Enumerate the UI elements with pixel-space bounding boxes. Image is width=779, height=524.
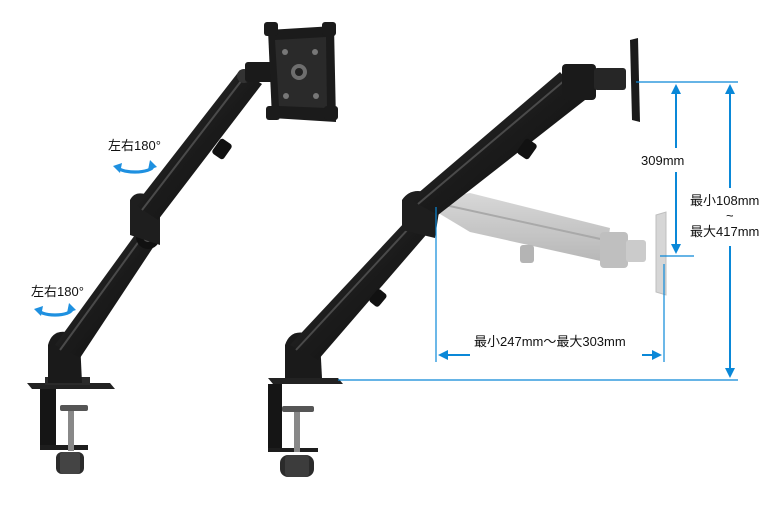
rotation-label-bottom: 左右180° [31,284,84,299]
left-monitor-arm [27,22,338,474]
height-range-separator: ~ [726,208,734,223]
rotation-arrow-top-icon [113,160,157,174]
rotation-label-top: 左右180° [108,138,161,153]
tilt-height-label: 309mm [641,153,685,168]
height-min-label: 最小108mm [690,193,760,208]
rotation-arrow-bottom-icon [34,303,76,317]
right-arm-lowered-ghost [430,193,667,296]
height-max-label: 最大417mm [690,224,760,239]
dimension-lines [338,81,738,381]
right-monitor-arm [268,38,640,477]
reach-range-label: 最小247mm～最大303mm [474,334,626,349]
